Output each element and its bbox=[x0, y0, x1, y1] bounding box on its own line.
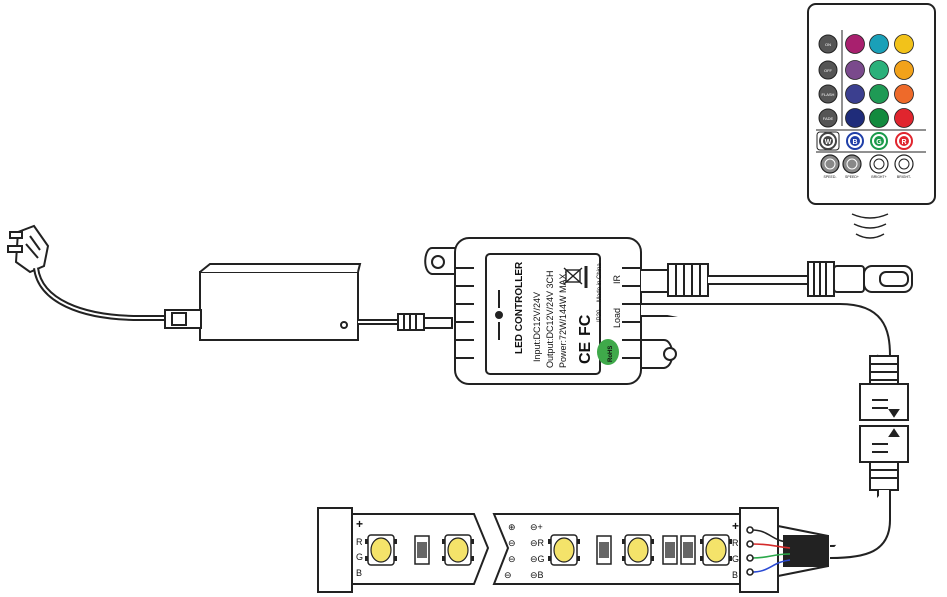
resistor-3 bbox=[662, 535, 678, 565]
resistor-4 bbox=[680, 535, 696, 565]
led-chip-3 bbox=[548, 534, 580, 566]
svg-text:W: W bbox=[825, 139, 832, 146]
remote-color-button-3-0[interactable] bbox=[845, 108, 865, 128]
strip-left-label-g: G bbox=[356, 552, 363, 562]
led-chip-5 bbox=[700, 534, 732, 566]
ir-receiver-cable bbox=[641, 261, 913, 297]
remote-button-on[interactable]: ON bbox=[818, 34, 838, 54]
remote-button-b[interactable]: B bbox=[846, 132, 864, 150]
strip-left-label-plus: + bbox=[356, 517, 363, 531]
strip-mid-left-1: ⊖ bbox=[508, 538, 516, 548]
ir-remote: ON OFF FLASH FADE W B G R SPEED- SPEED+ BRIGHT+ BRI… bbox=[807, 3, 936, 205]
strip-right-label-b: B bbox=[732, 570, 738, 580]
remote-color-button-2-2[interactable] bbox=[894, 84, 914, 104]
svg-text:G: G bbox=[876, 139, 882, 146]
strip-wires bbox=[746, 526, 791, 576]
svg-text:R: R bbox=[901, 139, 906, 146]
remote-color-button-1-1[interactable] bbox=[869, 60, 889, 80]
remote-color-button-0-2[interactable] bbox=[894, 34, 914, 54]
remote-color-button-3-1[interactable] bbox=[869, 108, 889, 128]
remote-color-button-1-2[interactable] bbox=[894, 60, 914, 80]
remote-button-bright-down[interactable]: BRIGHT- bbox=[894, 154, 914, 179]
remote-button-fade[interactable]: FADE bbox=[818, 108, 838, 128]
resistor-1 bbox=[414, 535, 430, 565]
led-controller bbox=[424, 237, 677, 385]
strip-right-labels: + R G B bbox=[732, 519, 739, 580]
resistor-2 bbox=[596, 535, 612, 565]
remote-color-button-0-0[interactable] bbox=[845, 34, 865, 54]
controller-title: LED CONTROLLER bbox=[514, 261, 525, 354]
strip-left-labels: + R G B bbox=[356, 517, 363, 578]
strip-left-label-b: B bbox=[356, 568, 362, 578]
rohs-label: RoHS bbox=[608, 346, 614, 362]
strip-right-label-r: R bbox=[732, 538, 739, 548]
svg-text:ON: ON bbox=[825, 42, 831, 47]
strip-mid-left-0: ⊕ bbox=[508, 522, 516, 532]
ce-mark: CE bbox=[577, 341, 594, 364]
fc-mark: FC bbox=[577, 314, 594, 336]
remote-color-button-2-0[interactable] bbox=[845, 84, 865, 104]
controller-output-spec: Output:DC12V/24V 3CH bbox=[545, 270, 555, 368]
remote-color-button-3-2[interactable] bbox=[894, 108, 914, 128]
led-chip-4 bbox=[622, 534, 654, 566]
strip-mid-left-2: ⊖ bbox=[508, 554, 516, 564]
weee-bin-icon bbox=[563, 266, 588, 288]
led-strip bbox=[317, 507, 829, 593]
remote-color-button-2-1[interactable] bbox=[869, 84, 889, 104]
remote-button-w[interactable]: W bbox=[816, 131, 840, 151]
strip-mid-right-3: ⊖B bbox=[530, 570, 544, 580]
remote-button-g[interactable]: G bbox=[870, 132, 888, 150]
load-label: Load bbox=[612, 308, 622, 328]
rohs-leaf-icon: RoHS bbox=[597, 339, 619, 365]
strip-mid-right-0: ⊖+ bbox=[530, 522, 543, 532]
remote-button-bright-downup[interactable]: BRIGHT+ bbox=[869, 154, 889, 179]
controller-power-spec: Power:72W/144W MAX. bbox=[558, 271, 568, 368]
controller-input-spec: Input:DC12V/24V bbox=[532, 292, 542, 362]
remote-color-button-1-0[interactable] bbox=[845, 60, 865, 80]
ir-label: IR bbox=[612, 274, 622, 284]
svg-text:OFF: OFF bbox=[824, 68, 833, 73]
ip-rating: IP20 bbox=[597, 309, 603, 322]
svg-text:FLASH: FLASH bbox=[822, 92, 835, 97]
strip-left-label-r: R bbox=[356, 537, 363, 547]
remote-button-off[interactable]: OFF bbox=[818, 60, 838, 80]
remote-button-speed-down[interactable]: SPEED- bbox=[820, 154, 840, 179]
load-cable bbox=[641, 303, 909, 559]
svg-text:SPEED+: SPEED+ bbox=[845, 175, 859, 179]
strip-right-label-plus: + bbox=[732, 519, 739, 533]
strip-middle-right-labels: ⊖+ ⊖R ⊖G ⊖B bbox=[530, 522, 545, 580]
power-adapter bbox=[164, 263, 453, 341]
svg-text:BRIGHT+: BRIGHT+ bbox=[871, 175, 886, 179]
remote-color-button-0-1[interactable] bbox=[869, 34, 889, 54]
remote-button-speed-downup[interactable]: SPEED+ bbox=[842, 154, 862, 179]
made-in-label: Made in China bbox=[597, 263, 603, 302]
power-plug bbox=[7, 224, 180, 321]
remote-button-r[interactable]: R bbox=[895, 132, 913, 150]
strip-mid-right-1: ⊖R bbox=[530, 538, 545, 548]
ir-signal-waves bbox=[851, 213, 889, 239]
strip-mid-left-3: ⊖ bbox=[504, 570, 512, 580]
led-chip-1 bbox=[365, 534, 397, 566]
controller-label: LED CONTROLLER Input:DC12V/24V Output:DC… bbox=[514, 261, 622, 368]
strip-right-label-g: G bbox=[732, 554, 739, 564]
strip-mid-right-2: ⊖G bbox=[530, 554, 545, 564]
svg-text:FADE: FADE bbox=[823, 116, 834, 121]
svg-text:B: B bbox=[852, 139, 857, 146]
svg-text:BRIGHT-: BRIGHT- bbox=[897, 175, 912, 179]
led-chip-2 bbox=[442, 534, 474, 566]
svg-text:SPEED-: SPEED- bbox=[823, 175, 837, 179]
strip-middle-left-labels: ⊕ ⊖ ⊖ ⊖ bbox=[504, 522, 516, 580]
remote-button-flash[interactable]: FLASH bbox=[818, 84, 838, 104]
